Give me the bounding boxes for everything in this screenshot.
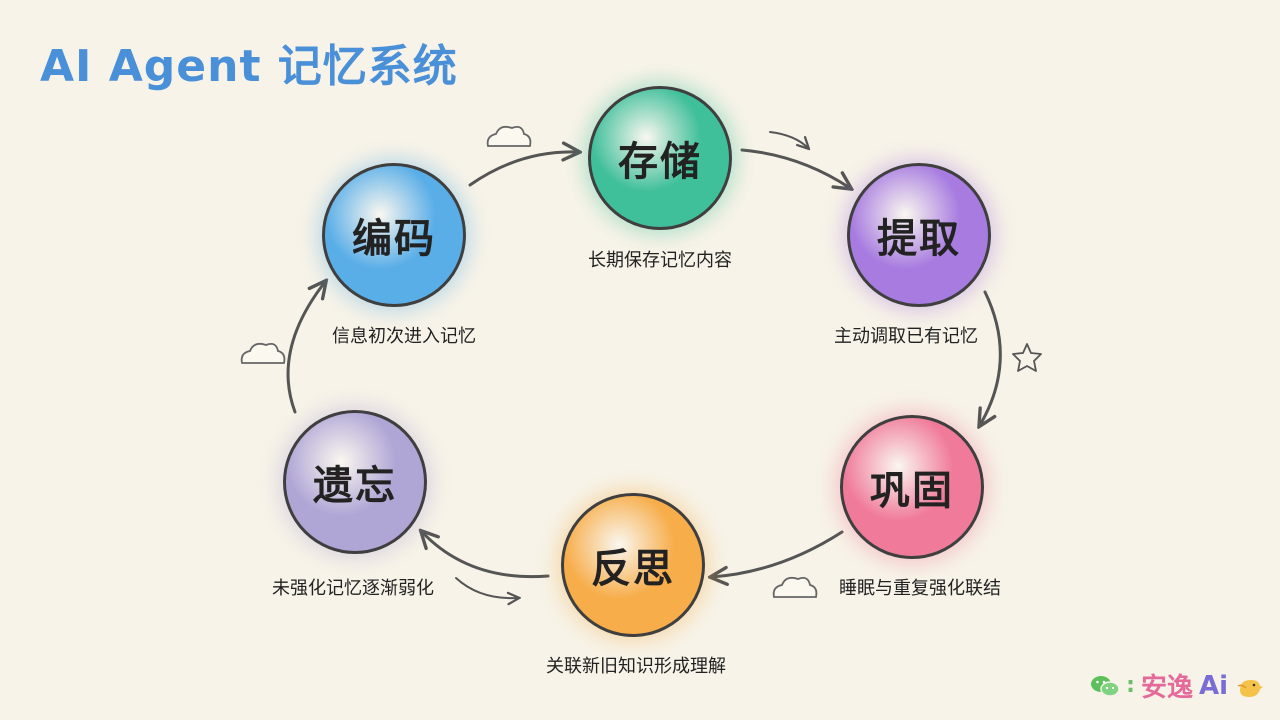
- watermark-brand: 安逸: [1140, 673, 1193, 703]
- node-store-label: 存储: [618, 139, 702, 185]
- bird-icon: [1237, 679, 1263, 697]
- arrow-reflect-to-forget-short: [455, 577, 518, 598]
- node-store: 存储: [588, 86, 732, 230]
- caption-encode: 信息初次进入记忆: [332, 326, 476, 347]
- caption-reflect: 关联新旧知识形成理解: [546, 656, 726, 677]
- cloud-icon: [772, 576, 818, 598]
- node-forget-label: 遗忘: [313, 463, 397, 509]
- arrow-consolidate-to-reflect: [712, 530, 844, 577]
- arrow-reflect-to-forget: [422, 532, 550, 579]
- watermark-ai: Ai: [1198, 670, 1228, 701]
- arrow-forget-to-encode: [286, 282, 325, 414]
- watermark: : 安逸 Ai: [1090, 667, 1264, 704]
- node-consolidate: 巩固: [840, 415, 984, 559]
- arrow-retrieve-to-consolidate: [980, 290, 1002, 425]
- arrow-encode-to-store: [468, 152, 578, 187]
- star-icon: [1012, 343, 1042, 372]
- node-encode-label: 编码: [352, 216, 436, 262]
- cloud-icon: [240, 342, 286, 364]
- node-consolidate-label: 巩固: [870, 468, 954, 514]
- caption-store: 长期保存记忆内容: [588, 250, 732, 271]
- node-retrieve: 提取: [847, 163, 991, 307]
- caption-forget: 未强化记忆逐渐弱化: [272, 578, 434, 599]
- caption-retrieve: 主动调取已有记忆: [834, 326, 978, 347]
- node-reflect: 反思: [561, 493, 705, 637]
- wechat-icon: [1091, 675, 1120, 697]
- arrow-store-to-retrieve: [740, 148, 850, 188]
- node-reflect-label: 反思: [591, 546, 675, 592]
- node-retrieve-label: 提取: [877, 216, 961, 262]
- node-encode: 编码: [322, 163, 466, 307]
- watermark-separator: :: [1126, 673, 1135, 698]
- caption-consolidate: 睡眠与重复强化联结: [839, 578, 1001, 599]
- arrow-store-to-retrieve-short: [769, 131, 808, 148]
- node-forget: 遗忘: [283, 410, 427, 554]
- page-title: AI Agent 记忆系统: [40, 41, 458, 92]
- cloud-icon: [486, 125, 532, 147]
